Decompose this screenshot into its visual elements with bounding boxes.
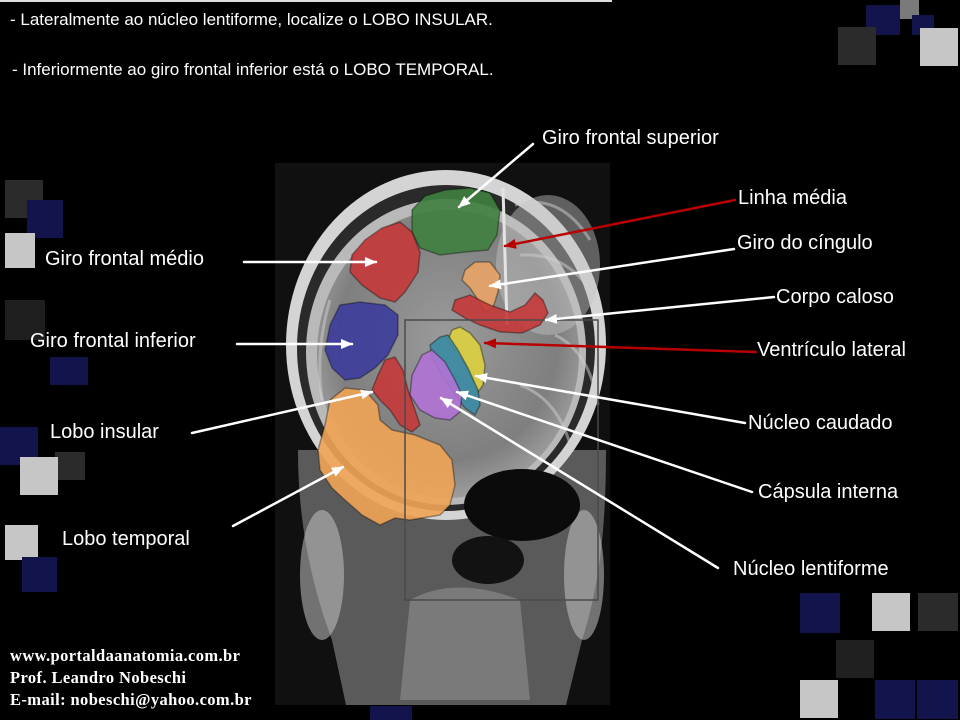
label-capsula-interna: Cápsula interna <box>758 481 899 503</box>
decorative-square <box>917 680 958 719</box>
mri-sulcus <box>519 383 574 453</box>
decorative-square <box>27 200 63 238</box>
overlay-giro-frontal-superior <box>411 187 501 256</box>
arrow-giro-frontal-superior <box>457 142 535 209</box>
overlay-lobo-temporal <box>317 387 456 526</box>
credits-email: E-mail: nobeschi@yahoo.com.br <box>10 690 252 709</box>
label-linha-media: Linha média <box>738 187 847 209</box>
decorative-square <box>920 28 958 66</box>
mri-sulcus <box>554 333 600 406</box>
mri-tongue <box>400 587 530 700</box>
instruction-line-2: - Inferiormente ao giro frontal inferior… <box>12 60 494 79</box>
decorative-square <box>5 233 35 268</box>
arrow-linha-media <box>503 198 737 249</box>
decorative-square <box>918 593 958 631</box>
mri-nasopharynx <box>464 469 580 541</box>
label-giro-frontal-medio: Giro frontal médio <box>45 248 204 270</box>
overlay-giro-frontal-medio <box>349 221 421 303</box>
decorative-square <box>800 680 838 718</box>
decorative-square <box>22 557 57 592</box>
decorative-square <box>5 300 45 340</box>
pointer-arrows <box>190 142 776 570</box>
mri-cheek-fat-left <box>300 510 344 640</box>
label-giro-frontal-inferior: Giro frontal inferior <box>30 330 196 352</box>
decorative-square <box>370 706 412 720</box>
decorative-square <box>20 457 58 495</box>
arrow-capsula-interna <box>455 390 754 494</box>
decorative-square <box>836 640 874 678</box>
decorative-square <box>872 593 910 631</box>
top-border <box>0 0 612 2</box>
label-ventriculo-lateral: Ventrículo lateral <box>757 339 906 361</box>
credits-block: www.portaldaanatomia.com.br Prof. Leandr… <box>10 645 252 711</box>
decorative-square <box>875 680 915 719</box>
label-nucleo-lentiforme: Núcleo lentiforme <box>733 558 889 580</box>
decorative-square <box>838 27 876 65</box>
mri-right-hemisphere-csf <box>496 195 600 335</box>
mri-cheek-fat-right <box>564 510 604 640</box>
label-corpo-caloso: Corpo caloso <box>776 286 894 308</box>
label-lobo-temporal: Lobo temporal <box>62 528 190 550</box>
mri-oropharynx <box>452 536 524 584</box>
label-giro-frontal-superior: Giro frontal superior <box>542 127 719 149</box>
credits-website: www.portaldaanatomia.com.br <box>10 646 241 665</box>
arrow-corpo-caloso <box>544 295 776 324</box>
region-box <box>404 319 599 601</box>
arrow-ventriculo-lateral <box>483 338 758 354</box>
arrow-lobo-temporal <box>231 465 345 528</box>
decorative-square <box>55 452 85 480</box>
decorative-square <box>900 0 919 19</box>
label-lobo-insular: Lobo insular <box>50 421 159 443</box>
instruction-line-1: - Lateralmente ao núcleo lentiforme, loc… <box>10 10 493 29</box>
label-giro-do-cingulo: Giro do cíngulo <box>737 232 873 254</box>
decorative-square <box>50 357 88 385</box>
arrow-giro-do-cingulo <box>488 247 736 290</box>
label-nucleo-caudado: Núcleo caudado <box>748 412 893 434</box>
arrow-nucleo-lentiforme <box>439 396 720 570</box>
decorative-square <box>800 593 840 633</box>
arrow-nucleo-caudado <box>474 372 747 425</box>
credits-author: Prof. Leandro Nobeschi <box>10 668 187 687</box>
decorative-square <box>5 525 38 560</box>
mri-sulcus <box>519 253 598 301</box>
mri-sulcus <box>318 299 332 401</box>
arrow-lobo-insular <box>190 389 374 435</box>
mri-midline <box>501 187 509 326</box>
overlay-giro-frontal-inferior <box>324 301 399 381</box>
